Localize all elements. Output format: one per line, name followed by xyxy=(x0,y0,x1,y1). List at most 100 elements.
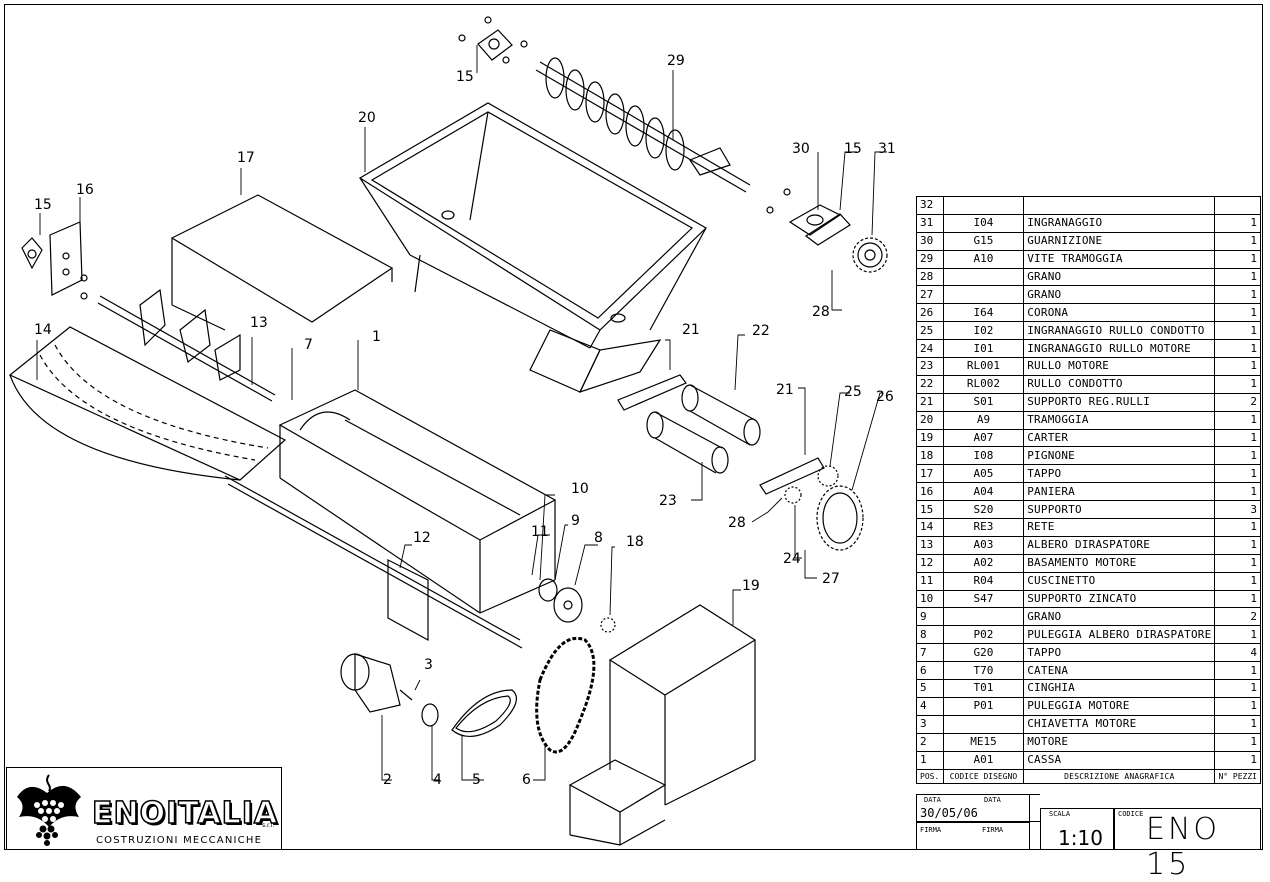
grape-logo-icon xyxy=(17,774,81,846)
callout: 29 xyxy=(667,53,685,69)
desc-cell: TAPPO xyxy=(1023,464,1216,484)
pos-cell: 24 xyxy=(916,339,944,359)
qty-cell: 1 xyxy=(1214,249,1261,269)
scale-box xyxy=(1040,808,1114,850)
qty-cell: 1 xyxy=(1214,571,1261,591)
code-cell: P01 xyxy=(942,696,1025,716)
code-cell: S47 xyxy=(942,589,1025,609)
code-cell: P02 xyxy=(942,625,1025,645)
qty-cell: 1 xyxy=(1214,661,1261,681)
callout: 9 xyxy=(571,513,580,529)
callout: 15 xyxy=(34,197,52,213)
desc-cell: CARTER xyxy=(1023,428,1216,448)
qty-cell: 1 xyxy=(1214,374,1261,394)
callout: 15 xyxy=(456,69,474,85)
pos-cell: 11 xyxy=(916,571,944,591)
pos-cell: 26 xyxy=(916,303,944,323)
firma-label: FIRMA xyxy=(982,826,1004,834)
support-10 xyxy=(538,578,558,602)
callout: 1 xyxy=(372,329,381,345)
desc-cell: INGRANAGGIO RULLO CONDOTTO xyxy=(1023,321,1216,341)
desc-cell: PULEGGIA MOTORE xyxy=(1023,696,1216,716)
qty-cell: 1 xyxy=(1214,482,1261,502)
code-cell: ME15 xyxy=(942,732,1025,752)
pos-cell: 3 xyxy=(916,714,944,734)
code-cell: A03 xyxy=(942,535,1025,555)
qty-cell: 1 xyxy=(1214,732,1261,752)
callout: 14 xyxy=(34,322,52,338)
code-cell: I02 xyxy=(942,321,1025,341)
pos-cell: 10 xyxy=(916,589,944,609)
qty-cell: 1 xyxy=(1214,518,1261,537)
code-cell xyxy=(942,196,1025,215)
body-cassa xyxy=(224,389,557,649)
desc-cell: PIGNONE xyxy=(1023,446,1216,466)
qty-cell: 3 xyxy=(1214,500,1261,520)
spacer xyxy=(1030,794,1040,822)
callout: 18 xyxy=(626,534,644,550)
desc-cell: CORONA xyxy=(1023,303,1216,323)
desc-cell: GRANO xyxy=(1023,607,1216,627)
callout: 12 xyxy=(413,530,431,546)
date-box xyxy=(916,794,1030,822)
qty-cell: 1 xyxy=(1214,285,1261,305)
company-name: ENOITALIA xyxy=(91,795,279,832)
desc-cell: TRAMOGGIA xyxy=(1023,410,1216,430)
code-cell: T70 xyxy=(942,661,1025,681)
roller-support-21-a xyxy=(617,374,687,411)
code-cell xyxy=(942,267,1025,287)
callout: 22 xyxy=(752,323,770,339)
code-cell xyxy=(942,714,1025,734)
desc-cell: RETE xyxy=(1023,518,1216,537)
motor-pulley-4 xyxy=(421,703,439,727)
desc-cell: CATENA xyxy=(1023,661,1216,681)
pos-cell: 22 xyxy=(916,374,944,394)
pos-cell: 12 xyxy=(916,553,944,573)
qty-cell: 1 xyxy=(1214,428,1261,448)
pos-cell: 14 xyxy=(916,518,944,537)
desc-cell: TAPPO xyxy=(1023,643,1216,663)
drawing-sheet: 1 2 3 4 5 6 7 8 9 10 11 12 13 14 15 15 1… xyxy=(4,4,1263,882)
desc-cell: INGRANAGGIO RULLO MOTORE xyxy=(1023,339,1216,359)
desc-cell: CHIAVETTA MOTORE xyxy=(1023,714,1216,734)
scale-label: SCALA xyxy=(1049,810,1071,818)
pulley-8 xyxy=(553,587,583,623)
company-logo-block xyxy=(6,767,282,850)
pos-cell: 15 xyxy=(916,500,944,520)
callout: 17 xyxy=(237,150,255,166)
code-box xyxy=(1114,808,1261,850)
header-qty: N° PEZZI xyxy=(1214,768,1261,784)
code-cell: S01 xyxy=(942,392,1025,412)
callout: 6 xyxy=(522,772,531,788)
pos-cell: 13 xyxy=(916,535,944,555)
callout: 25 xyxy=(844,384,862,400)
pos-cell: 20 xyxy=(916,410,944,430)
desc-cell: GRANO xyxy=(1023,285,1216,305)
code-cell: I01 xyxy=(942,339,1025,359)
desc-cell: SUPPORTO REG.RULLI xyxy=(1023,392,1216,412)
callout: 24 xyxy=(783,551,801,567)
code-cell: A05 xyxy=(942,464,1025,484)
motor xyxy=(340,653,413,713)
pos-cell: 23 xyxy=(916,357,944,376)
callout: 28 xyxy=(728,515,746,531)
callout: 3 xyxy=(424,657,433,673)
callout: 28 xyxy=(812,304,830,320)
exploded-view-drawing: 1 2 3 4 5 6 7 8 9 10 11 12 13 14 15 15 1… xyxy=(8,16,896,846)
callout: 21 xyxy=(682,322,700,338)
